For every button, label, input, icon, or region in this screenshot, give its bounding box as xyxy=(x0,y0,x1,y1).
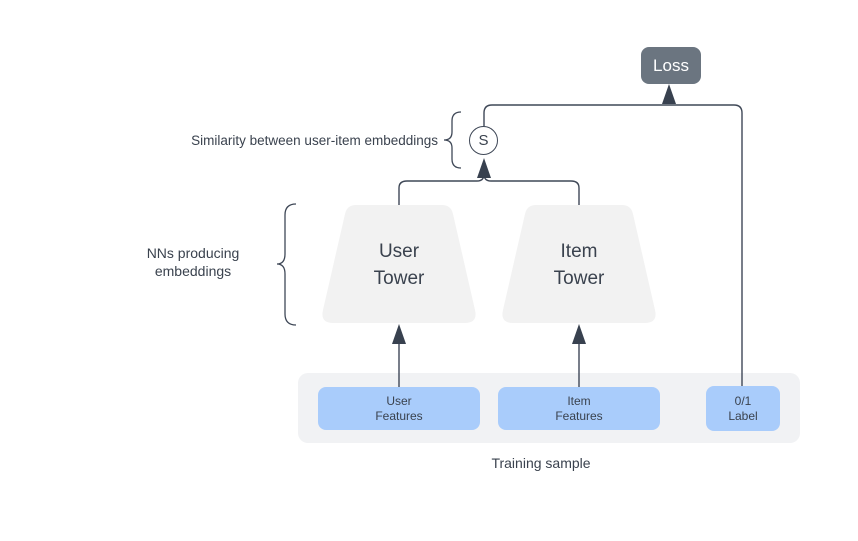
similarity-brace xyxy=(443,111,462,169)
label-box: 0/1 Label xyxy=(706,386,780,431)
loss-node: Loss xyxy=(641,47,701,84)
similarity-node-label: S xyxy=(478,132,489,149)
connector-user-tower-to-s xyxy=(398,168,485,205)
label-line2: Label xyxy=(728,408,758,423)
item-features-label-line1: Item xyxy=(567,393,591,408)
user-tower-label-line1: User xyxy=(378,241,420,262)
loss-label: Loss xyxy=(653,55,689,75)
label-line1: 0/1 xyxy=(734,393,752,408)
arrowhead-into-user-tower xyxy=(392,324,406,344)
user-tower-label-line2: Tower xyxy=(373,268,425,289)
user-tower-label: User Tower xyxy=(329,238,469,292)
user-tower-shape xyxy=(322,205,476,323)
item-tower-label-line2: Tower xyxy=(553,268,605,289)
user-features-label-line2: Features xyxy=(375,408,423,423)
item-features-box: Item Features xyxy=(498,387,660,430)
user-features-box: User Features xyxy=(318,387,480,430)
user-features-label-line1: User xyxy=(386,393,412,408)
connector-item-tower-to-s xyxy=(483,168,580,205)
arrowhead-into-item-tower xyxy=(572,324,586,344)
connector-label-to-loss xyxy=(669,104,743,386)
training-sample-caption: Training sample xyxy=(491,455,591,471)
arrowhead-into-s xyxy=(477,158,491,178)
connector-s-to-loss xyxy=(483,104,669,126)
nn-brace xyxy=(276,203,297,326)
item-tower-label: Item Tower xyxy=(509,238,649,292)
nn-annotation-line2: embeddings xyxy=(154,263,232,279)
item-tower-label-line1: Item xyxy=(560,241,598,262)
similarity-annotation: Similarity between user-item embeddings xyxy=(191,133,438,148)
nn-annotation-line1: NNs producing xyxy=(146,245,240,261)
nn-annotation: NNs producing embeddings xyxy=(118,244,268,280)
similarity-node: S xyxy=(469,126,498,155)
arrowhead-into-loss xyxy=(662,84,676,104)
item-tower-shape xyxy=(502,205,656,323)
item-features-label-line2: Features xyxy=(555,408,603,423)
